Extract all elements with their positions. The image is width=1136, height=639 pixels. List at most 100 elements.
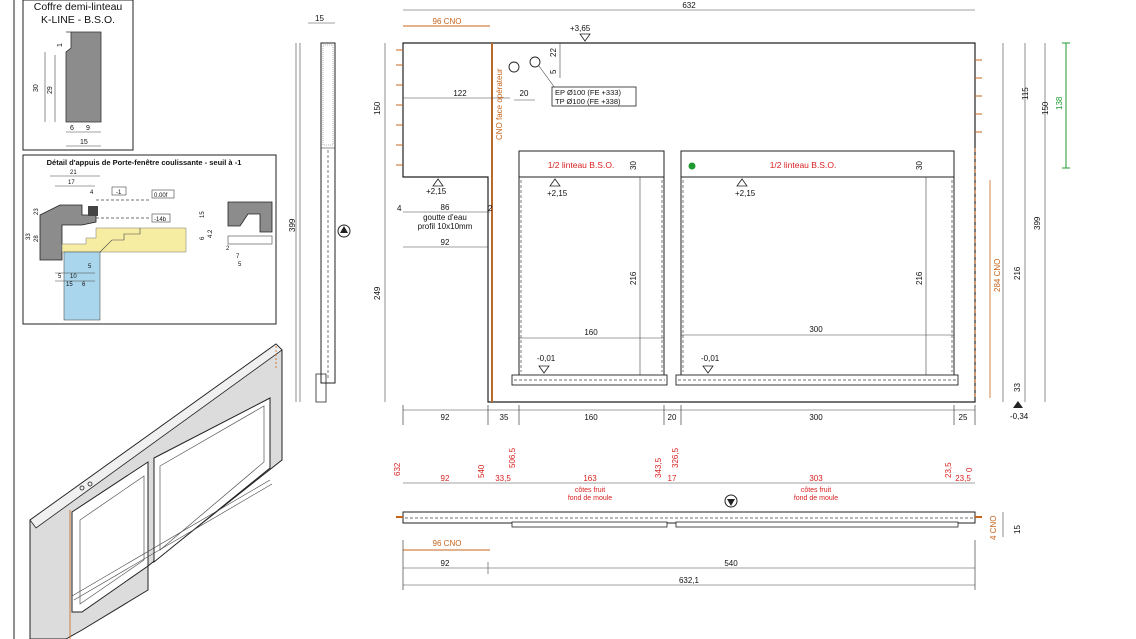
appuis-r-5: 5 — [238, 262, 242, 268]
elev-dim-30b: 30 — [915, 161, 924, 170]
elev-dim-300: 300 — [809, 325, 823, 334]
elev-right-115: 115 — [1021, 87, 1030, 100]
plan-cno-right: 4 CNO — [989, 516, 998, 540]
elev-level-215a: +2,15 — [426, 187, 447, 196]
plan-red-0: 0 — [965, 467, 974, 472]
plan-dim-6321: 632,1 — [679, 576, 700, 585]
plan-red-92: 92 — [441, 474, 450, 483]
elev-left-249: 249 — [373, 286, 382, 300]
appuis-dim-21: 21 — [70, 170, 77, 176]
plan-red-235h: 23,5 — [955, 474, 971, 483]
coffre-title-line1: Coffre demi-linteau — [34, 1, 123, 13]
plan-dim-15: 15 — [1013, 525, 1022, 534]
elev-bottom-160: 160 — [584, 413, 598, 422]
coffre-dim-15: 15 — [80, 139, 88, 146]
elev-left-399: 399 — [288, 218, 297, 232]
elev-cno-top: 96 CNO — [433, 17, 462, 26]
elev-bottom-300: 300 — [809, 413, 823, 422]
plan-red-17: 17 — [668, 474, 677, 483]
plan-red-5065: 506,5 — [508, 447, 517, 468]
front-elevation: 632 96 CNO +3,65 22 5 122 20 EP Ø — [288, 1, 1070, 425]
coffre-dim-9: 9 — [86, 125, 90, 132]
coffre-dim-29: 29 — [47, 86, 54, 94]
elev-right-216: 216 — [1013, 266, 1022, 280]
elev-bottom-92: 92 — [441, 413, 450, 422]
elev-dim-20: 20 — [520, 89, 529, 98]
appuis-dim-28: 28 — [34, 235, 40, 242]
plan-cotes-1: côtes fruit — [575, 487, 605, 494]
appuis-dim-17: 17 — [68, 180, 75, 186]
appuis-r-2: 2 — [226, 246, 230, 252]
elev-level-001b: -0,01 — [701, 354, 720, 363]
side-section: 15 — [295, 14, 351, 403]
elev-level-001a: -0,01 — [537, 354, 556, 363]
elev-left-150: 150 — [373, 101, 382, 115]
elev-dim-216a: 216 — [629, 271, 638, 285]
appuis-dim-5a: 5 — [58, 274, 62, 280]
appuis-r-15: 15 — [200, 211, 206, 218]
coffre-detail-box: Coffre demi-linteau K-LINE - B.S.O. 30 2… — [22, 0, 134, 151]
plan-dim-92: 92 — [441, 559, 450, 568]
elev-cno-face: CNO face opérateur — [495, 68, 504, 140]
plan-cotes-3: côtes fruit — [801, 487, 831, 494]
elev-tp-label: TP Ø100 (FE +338) — [555, 97, 621, 106]
elev-goutte-2: profil 10x10mm — [418, 222, 473, 231]
elev-linteau-left: 1/2 linteau B.S.O. — [548, 160, 615, 170]
isometric-view — [29, 343, 283, 639]
appuis-level-14b: -14b — [154, 217, 167, 223]
plan-view: 632 540 506,5 343,5 326,5 23,5 0 92 33,5… — [393, 447, 1022, 590]
appuis-dim-4: 4 — [90, 190, 94, 196]
coffre-dim-1: 1 — [57, 43, 64, 47]
plan-red-540: 540 — [477, 464, 486, 478]
appuis-detail-box: Détail d'appuis de Porte-fenêtre couliss… — [22, 154, 277, 325]
elev-ep-label: EP Ø100 (FE +333) — [555, 88, 621, 97]
plan-cotes-4: fond de moule — [794, 495, 838, 502]
elev-dim-160: 160 — [584, 328, 598, 337]
plan-cno-left: 96 CNO — [433, 539, 462, 548]
elev-dim-92-mid: 92 — [441, 238, 450, 247]
elev-bottom-35: 35 — [500, 413, 509, 422]
appuis-dim-5b: 5 — [88, 264, 92, 270]
elev-dim-22: 22 — [549, 48, 558, 57]
coffre-dim-30: 30 — [33, 84, 40, 92]
elev-dim-2: 2 — [488, 204, 493, 213]
plan-dim-540: 540 — [724, 559, 738, 568]
appuis-level-000: 0.00f — [154, 193, 168, 199]
plan-cotes-2: fond de moule — [568, 495, 612, 502]
coffre-title-line2: K-LINE - B.S.O. — [41, 14, 115, 26]
elev-level-215b: +2,15 — [547, 189, 568, 198]
elev-level-215c: +2,15 — [735, 189, 756, 198]
appuis-level-m1: -1 — [116, 190, 122, 196]
elev-right-150: 150 — [1041, 101, 1050, 115]
appuis-dim-15: 15 — [66, 282, 73, 288]
plan-red-3435: 343,5 — [654, 457, 663, 478]
elev-dim-4: 4 — [397, 204, 402, 213]
plan-red-335: 33,5 — [495, 474, 511, 483]
plan-red-303: 303 — [809, 474, 823, 483]
plan-red-235v: 23,5 — [944, 462, 953, 478]
elev-dim-122: 122 — [453, 89, 467, 98]
plan-red-632: 632 — [393, 462, 402, 476]
appuis-dim-23: 23 — [34, 208, 40, 215]
elev-dim-30a: 30 — [629, 161, 638, 170]
side-top-dim: 15 — [315, 14, 324, 23]
elev-level-top: +3,65 — [570, 24, 591, 33]
appuis-r-6: 6 — [200, 236, 206, 240]
appuis-r-7: 7 — [236, 254, 240, 260]
elev-dim-86: 86 — [441, 203, 450, 212]
elev-level-034: -0,34 — [1010, 412, 1029, 421]
elev-linteau-right: 1/2 linteau B.S.O. — [770, 160, 837, 170]
elev-cno-right: 284 CNO — [993, 259, 1002, 292]
appuis-r-42: 4.2 — [208, 229, 214, 238]
plan-red-3265: 326,5 — [671, 447, 680, 468]
appuis-title: Détail d'appuis de Porte-fenêtre couliss… — [47, 158, 242, 167]
elev-dim-216b: 216 — [915, 271, 924, 285]
elev-right-138: 138 — [1055, 96, 1064, 110]
elev-goutte-1: goutte d'eau — [423, 213, 467, 222]
elev-right-399: 399 — [1033, 216, 1042, 230]
plan-red-163: 163 — [583, 474, 597, 483]
appuis-dim-10: 10 — [70, 274, 77, 280]
elev-bottom-20: 20 — [668, 413, 677, 422]
coffre-dim-6: 6 — [70, 125, 74, 132]
